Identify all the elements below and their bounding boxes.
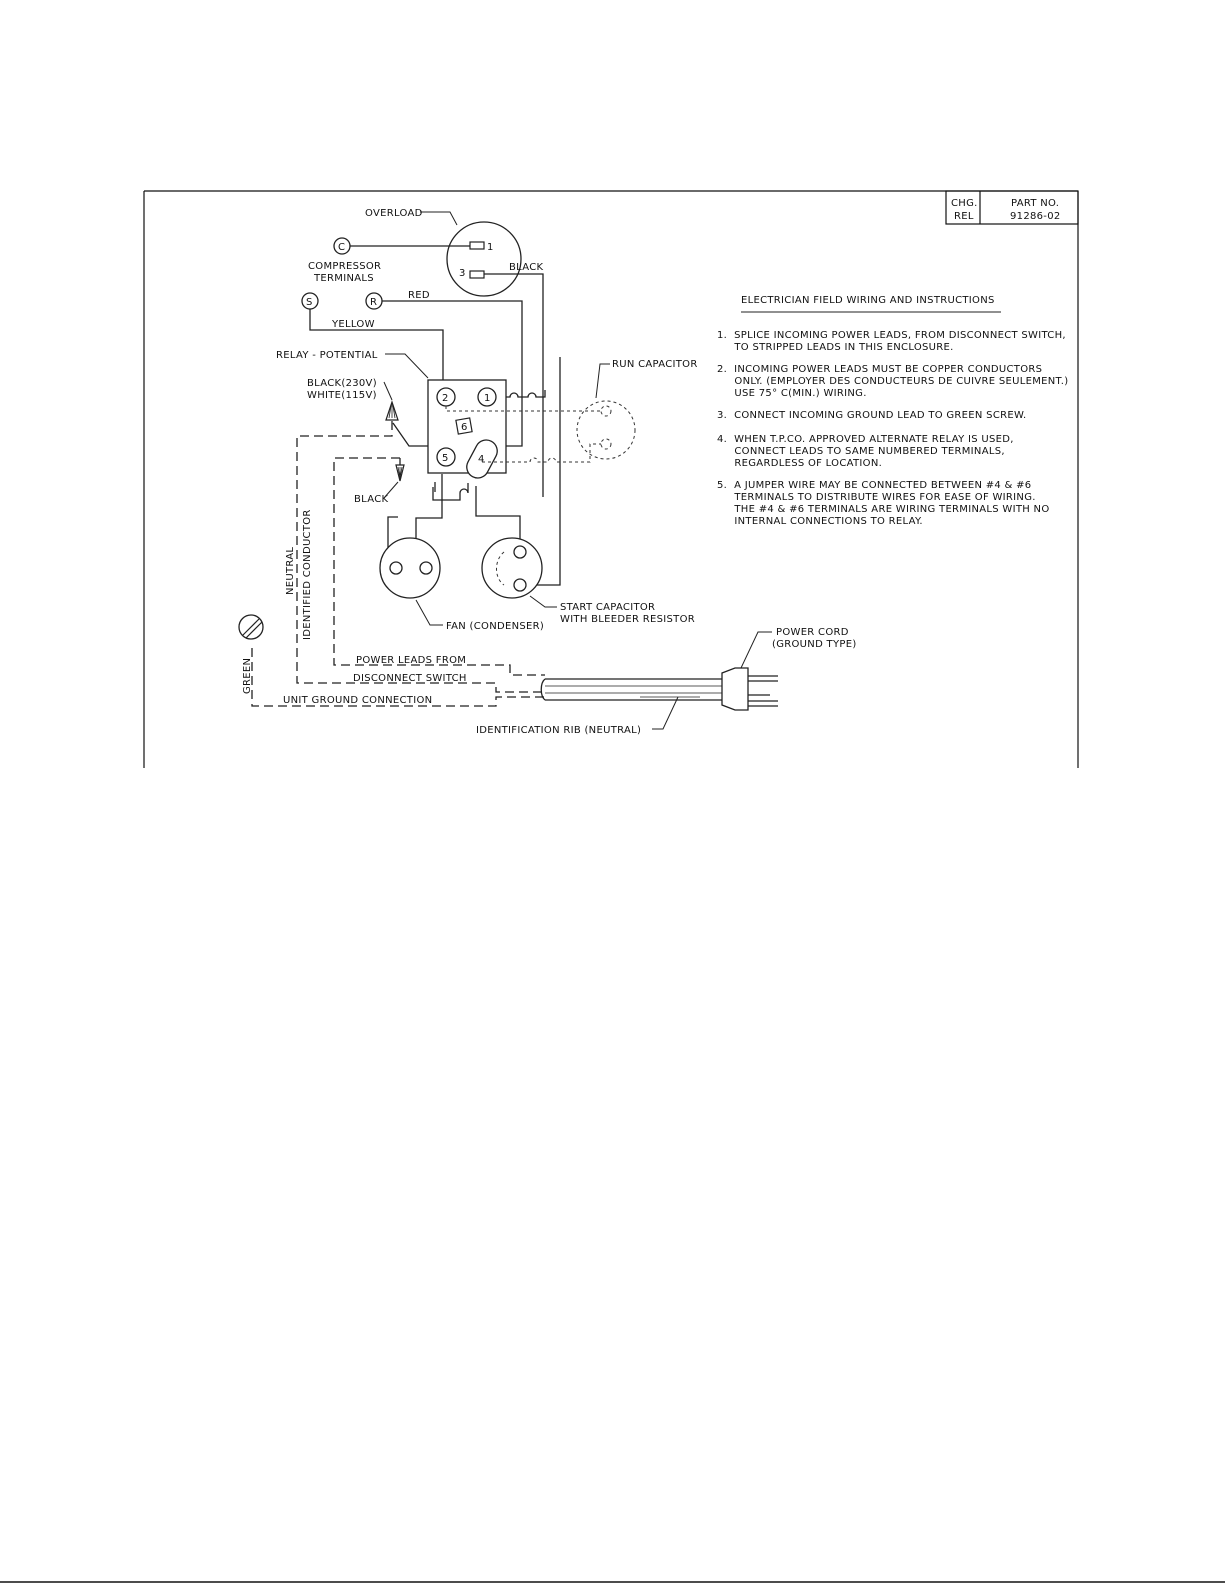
drawing-frame: [0, 190, 1225, 1583]
instruction-line: 5. A JUMPER WIRE MAY BE CONNECTED BETWEE…: [717, 480, 1031, 491]
identification-rib-label: IDENTIFICATION RIB (NEUTRAL): [476, 725, 641, 736]
rel-label: REL: [954, 211, 974, 222]
instruction-line: INTERNAL CONNECTIONS TO RELAY.: [717, 516, 923, 527]
overload-label: OVERLOAD: [365, 208, 423, 219]
title-block: CHG. REL PART NO. 91286-02: [945, 190, 1079, 225]
compressor-label-2: TERMINALS: [313, 273, 374, 284]
relay-terminal-2: 2: [442, 393, 449, 404]
compressor-terminal-c: C: [333, 237, 351, 255]
overload-terminal-1: 1: [487, 242, 494, 253]
overload-terminal-3: 3: [459, 268, 466, 279]
part-no-label: PART NO.: [1011, 198, 1059, 209]
run-capacitor: [445, 400, 636, 463]
fan-condenser: [379, 537, 441, 599]
neutral-label: NEUTRAL: [285, 547, 296, 595]
chg-label: CHG.: [951, 198, 978, 209]
instruction-line: USE 75° C(MIN.) WIRING.: [717, 388, 867, 399]
power-cord-label-1: POWER CORD: [776, 627, 849, 638]
green-label: GREEN: [242, 658, 253, 694]
black-wire-label: BLACK: [509, 262, 544, 273]
relay-label: RELAY - POTENTIAL: [276, 350, 378, 361]
yellow-wire-label: YELLOW: [331, 319, 375, 330]
terminal-s-label: S: [306, 297, 313, 308]
instruction-line: CONNECT LEADS TO SAME NUMBERED TERMINALS…: [717, 446, 1005, 457]
wire-nut-lower: [395, 464, 405, 482]
relay-terminal-4: 4: [478, 454, 485, 465]
instructions-heading: ELECTRICIAN FIELD WIRING AND INSTRUCTION…: [741, 295, 995, 306]
electrician-instructions: ELECTRICIAN FIELD WIRING AND INSTRUCTION…: [717, 295, 1068, 527]
black-230v-label: BLACK(230V): [307, 378, 377, 389]
instruction-line: THE #4 & #6 TERMINALS ARE WIRING TERMINA…: [717, 504, 1050, 515]
terminal-c-label: C: [338, 242, 345, 253]
instruction-line: TO STRIPPED LEADS IN THIS ENCLOSURE.: [717, 342, 954, 353]
overload: 1 3: [446, 221, 522, 297]
identified-conductor-label: IDENTIFIED CONDUCTOR: [302, 509, 313, 640]
start-capacitor-label-2: WITH BLEEDER RESISTOR: [560, 614, 695, 625]
ground-screw-icon: [238, 614, 264, 640]
white-115v-label: WHITE(115V): [307, 390, 377, 401]
red-wire-label: RED: [408, 290, 430, 301]
instruction-line: 3. CONNECT INCOMING GROUND LEAD TO GREEN…: [717, 410, 1027, 421]
part-number: 91286-02: [1010, 211, 1061, 222]
compressor-terminal-s: S: [301, 292, 319, 310]
wire-nut-upper: [385, 400, 399, 421]
instruction-line: 2. INCOMING POWER LEADS MUST BE COPPER C…: [717, 364, 1042, 375]
field-wiring-dashed: [251, 421, 545, 707]
instruction-line: 4. WHEN T.P.CO. APPROVED ALTERNATE RELAY…: [717, 434, 1014, 445]
instruction-line: 1. SPLICE INCOMING POWER LEADS, FROM DIS…: [717, 330, 1066, 341]
relay-terminal-6: 6: [461, 422, 468, 433]
instruction-line: ONLY. (EMPLOYER DES CONDUCTEURS DE CUIVR…: [717, 376, 1068, 387]
relay-potential: 2 1 6 5 4: [427, 379, 507, 479]
black-lower-label: BLACK: [354, 494, 389, 505]
start-capacitor-label-1: START CAPACITOR: [560, 602, 655, 613]
unit-ground-label: UNIT GROUND CONNECTION: [283, 695, 432, 706]
run-capacitor-label: RUN CAPACITOR: [612, 359, 698, 370]
power-cord-label-2: (GROUND TYPE): [772, 639, 857, 650]
terminal-r-label: R: [370, 297, 377, 308]
power-leads-label-1: POWER LEADS FROM: [356, 655, 466, 666]
fan-label: FAN (CONDENSER): [446, 621, 544, 632]
power-leads-label-2: DISCONNECT SWITCH: [353, 673, 467, 684]
compressor-terminal-r: R: [365, 292, 383, 310]
start-capacitor: [481, 537, 543, 599]
instruction-line: REGARDLESS OF LOCATION.: [717, 458, 882, 469]
instruction-line: TERMINALS TO DISTRIBUTE WIRES FOR EASE O…: [717, 492, 1036, 503]
relay-terminal-1: 1: [484, 393, 491, 404]
power-cord: [540, 667, 778, 711]
relay-terminal-5: 5: [442, 453, 449, 464]
compressor-label-1: COMPRESSOR: [308, 261, 381, 272]
